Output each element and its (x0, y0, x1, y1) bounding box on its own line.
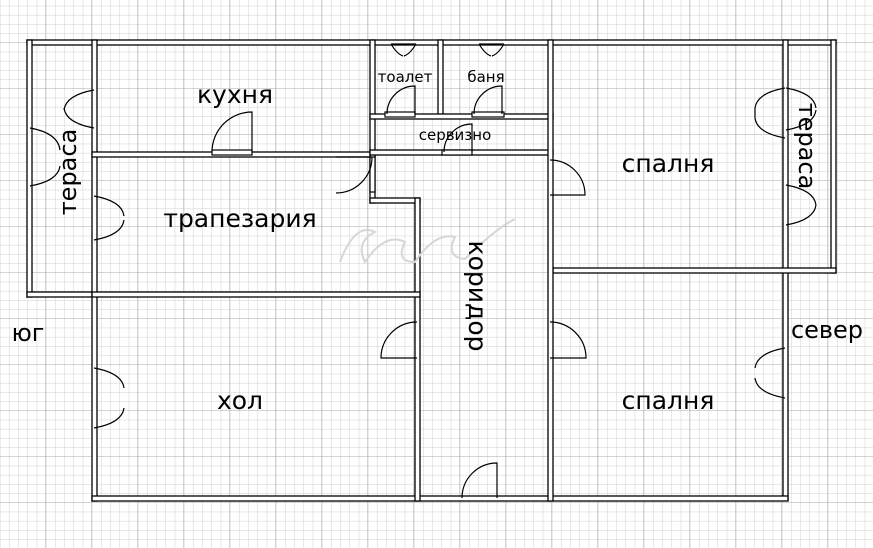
room-label-toilet: тоалет (378, 68, 433, 86)
room-label-terrace-right: тераса (793, 103, 821, 190)
room-label-kitchen: кухня (197, 80, 273, 109)
orientation-south: юг (12, 319, 45, 347)
room-label-bedroom-north: спалня (622, 149, 715, 178)
room-label-dining: трапезария (163, 204, 316, 233)
orientation-north: север (791, 316, 863, 344)
room-label-bathroom: баня (467, 68, 504, 86)
room-label-corridor: коридор (463, 241, 492, 352)
room-label-bedroom-south: спалня (622, 386, 715, 415)
room-label-terrace-left: тераса (54, 129, 82, 216)
room-label-service: сервизно (419, 126, 492, 144)
room-label-living: хол (217, 386, 263, 415)
watermark-logo (339, 218, 516, 264)
doors (29, 43, 817, 499)
